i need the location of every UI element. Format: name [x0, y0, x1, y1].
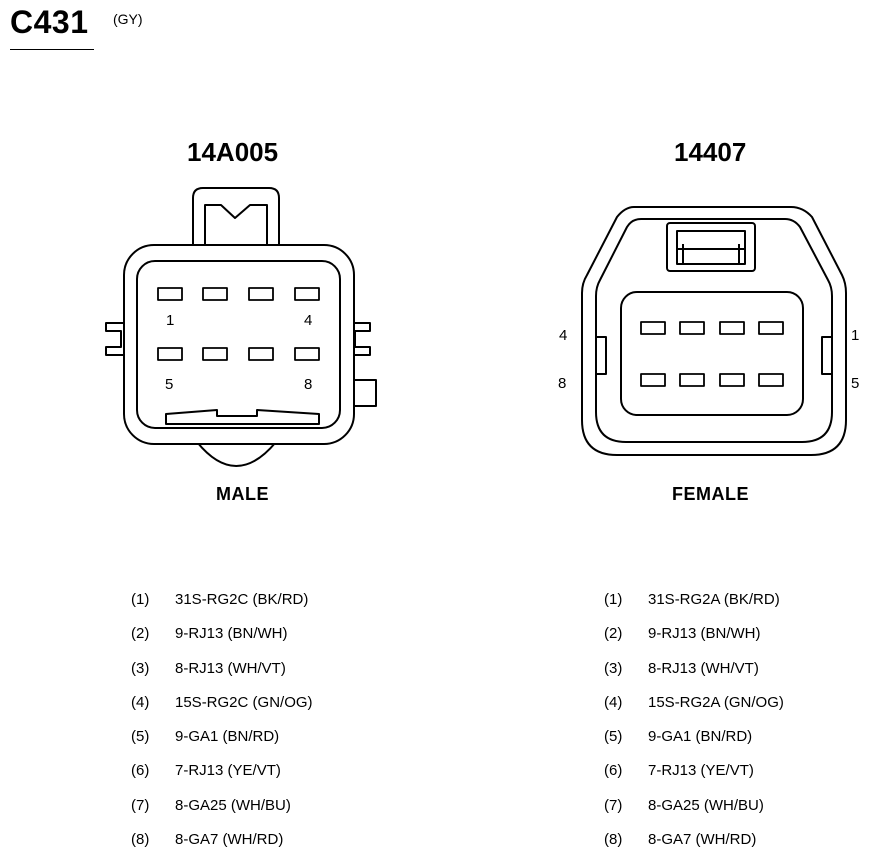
pin-number: (7) — [131, 796, 150, 814]
pinout-row: (4) 15S-RG2C (GN/OG) — [131, 693, 313, 727]
pinout-row: (5) 9-GA1 (BN/RD) — [604, 727, 784, 761]
female-pinout-list: (1) 31S-RG2A (BK/RD) (2) 9-RJ13 (BN/WH) (3… — [604, 590, 784, 864]
pin-circuit: 8-GA7 (WH/RD) — [648, 831, 757, 849]
female-gender-label: FEMALE — [672, 484, 749, 504]
pin-circuit: 7-RJ13 (YE/VT) — [175, 762, 281, 780]
pin-number: (5) — [604, 728, 623, 746]
pin-circuit: 31S-RG2C (BK/RD) — [175, 591, 309, 608]
pin-number: (7) — [604, 796, 623, 814]
pinout-row: (8) 8-GA7 (WH/RD) — [604, 830, 784, 864]
male-gender-label: MALE — [216, 484, 269, 504]
pin-number: (5) — [131, 728, 150, 746]
pin-circuit: 9-RJ13 (BN/WH) — [648, 625, 761, 643]
pin-circuit: 8-GA7 (WH/RD) — [175, 831, 284, 849]
pinout-row: (5) 9-GA1 (BN/RD) — [131, 727, 313, 761]
pin-number: (4) — [131, 693, 150, 711]
pinout-row: (1) 31S-RG2C (BK/RD) — [131, 590, 313, 624]
pinout-row: (7) 8-GA25 (WH/BU) — [604, 796, 784, 830]
female-cavity-label: 5 — [851, 375, 859, 392]
pin-number: (2) — [604, 625, 623, 643]
pin-circuit: 9-GA1 (BN/RD) — [175, 728, 280, 746]
pinout-row: (6) 7-RJ13 (YE/VT) — [131, 761, 313, 795]
female-cavity-label: 4 — [559, 327, 567, 344]
pinout-row: (1) 31S-RG2A (BK/RD) — [604, 590, 784, 624]
title-underline — [10, 49, 94, 50]
pin-number: (1) — [604, 591, 623, 608]
pin-circuit: 9-RJ13 (BN/WH) — [175, 625, 288, 643]
pin-number: (8) — [604, 831, 623, 849]
pin-circuit: 9-GA1 (BN/RD) — [648, 728, 753, 746]
pinout-row: (8) 8-GA7 (WH/RD) — [131, 830, 313, 864]
pinout-row: (2) 9-RJ13 (BN/WH) — [131, 624, 313, 658]
pin-number: (4) — [604, 693, 623, 711]
male-cavity-label: 8 — [304, 376, 312, 393]
pinout-row: (2) 9-RJ13 (BN/WH) — [604, 624, 784, 658]
pinout-row: (3) 8-RJ13 (WH/VT) — [131, 659, 313, 693]
pinout-row: (6) 7-RJ13 (YE/VT) — [604, 761, 784, 795]
pin-circuit: 15S-RG2A (GN/OG) — [648, 693, 784, 711]
pinout-row: (7) 8-GA25 (WH/BU) — [131, 796, 313, 830]
pin-circuit: 31S-RG2A (BK/RD) — [648, 591, 780, 608]
female-connector-face — [581, 206, 847, 456]
pin-circuit: 15S-RG2C (GN/OG) — [175, 693, 313, 711]
pin-circuit: 8-GA25 (WH/BU) — [175, 796, 291, 814]
pin-number: (6) — [604, 762, 623, 780]
male-pinout-list: (1) 31S-RG2C (BK/RD) (2) 9-RJ13 (BN/WH) (3… — [131, 590, 313, 864]
pinout-row: (3) 8-RJ13 (WH/VT) — [604, 659, 784, 693]
pin-number: (2) — [131, 625, 150, 643]
connector-color-code: (GY) — [113, 11, 143, 27]
pin-circuit: 8-RJ13 (WH/VT) — [175, 659, 286, 677]
pin-circuit: 7-RJ13 (YE/VT) — [648, 762, 754, 780]
male-cavity-label: 5 — [165, 376, 173, 393]
pin-circuit: 8-GA25 (WH/BU) — [648, 796, 764, 814]
pin-circuit: 8-RJ13 (WH/VT) — [648, 659, 759, 677]
female-part-number: 14407 — [674, 137, 747, 167]
male-part-number: 14A005 — [187, 137, 279, 167]
male-cavity-label: 1 — [166, 312, 174, 329]
male-cavity-label: 4 — [304, 312, 312, 329]
male-connector-face — [105, 187, 377, 467]
pin-number: (3) — [131, 659, 150, 677]
pinout-row: (4) 15S-RG2A (GN/OG) — [604, 693, 784, 727]
pin-number: (8) — [131, 831, 150, 849]
female-cavity-label: 8 — [558, 375, 566, 392]
pin-number: (1) — [131, 591, 150, 608]
connector-id-title: C431 — [10, 4, 89, 40]
pin-number: (3) — [604, 659, 623, 677]
female-cavity-label: 1 — [851, 327, 859, 344]
pin-number: (6) — [131, 762, 150, 780]
